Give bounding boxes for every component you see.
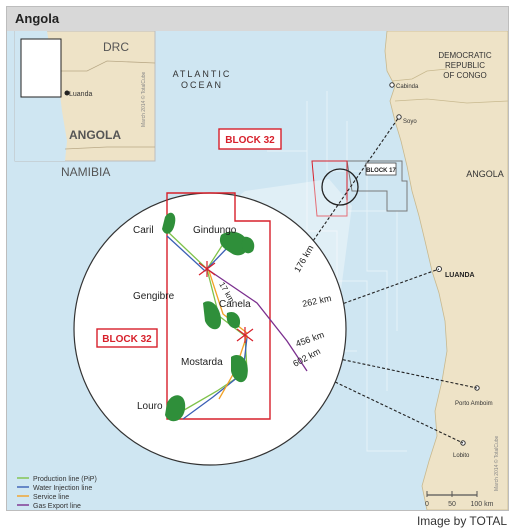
- hub-south: [236, 327, 254, 343]
- block17-label-box: [365, 162, 397, 176]
- inset-copyright: March 2014 © TotalCube: [140, 71, 147, 127]
- inset-border-namibia: [64, 146, 155, 150]
- inset-luanda-dot: [64, 90, 70, 96]
- inset-map: [14, 31, 156, 162]
- legend-label-water: Water Injection line: [33, 485, 92, 492]
- field-label-gindungo: Gindungo: [193, 225, 237, 236]
- border-line-cabinda: [391, 68, 448, 82]
- field-label-mostarda: Mostarda: [181, 357, 223, 368]
- field-mostarda: [231, 355, 248, 383]
- block32-boundary: [166, 192, 271, 420]
- label-porto-amboim: Porto Amboim: [455, 401, 493, 407]
- field-gindungo-2: [241, 236, 255, 254]
- field-canela: [226, 311, 241, 329]
- fpso-hubs: [198, 261, 254, 343]
- inset-label-namibia: NAMIBIA: [61, 165, 110, 179]
- field-caril: [162, 212, 176, 234]
- hub-north: [198, 261, 216, 277]
- block32-inner-label: BLOCK 32: [102, 334, 152, 345]
- map-frame: Angola: [6, 6, 509, 511]
- block17-outline: [346, 160, 408, 212]
- oil-fields: [162, 212, 255, 422]
- map-title: Angola: [15, 11, 60, 26]
- legend-label-gas: Gas Export line: [33, 503, 81, 510]
- legend-label-production: Production line (PiP): [33, 476, 97, 483]
- border-line: [394, 98, 508, 104]
- label-luanda: LUANDA: [445, 272, 475, 279]
- map-copyright: March 2014 © TotalCube: [493, 435, 500, 491]
- legend: Production line (PiP) Water Injection li…: [17, 476, 97, 510]
- block32-callout-box: [218, 128, 282, 150]
- block32-outline: [311, 160, 348, 217]
- inset-label-drc: DRC: [103, 40, 129, 54]
- label-angola: ANGOLA: [466, 169, 504, 179]
- field-gengibre: [203, 301, 221, 330]
- block17-label: BLOCK 17: [366, 168, 396, 174]
- label-ocean: OCEAN: [181, 80, 223, 90]
- label-drc-1: DEMOCRATIC: [438, 51, 491, 60]
- field-label-louro: Louro: [137, 401, 163, 412]
- scale-tick-50: 50: [448, 501, 456, 508]
- label-soyo: Soyo: [403, 119, 417, 125]
- inset-locator-box: [20, 38, 62, 98]
- field-gindungo: [219, 231, 248, 256]
- label-drc-2: REPUBLIC: [445, 61, 485, 70]
- block32-inner-box: [96, 328, 158, 348]
- field-label-caril: Caril: [133, 225, 154, 236]
- pipelines: [166, 230, 308, 420]
- map-canvas: 0 50 100 km Production line (PiP) Water …: [7, 31, 508, 510]
- image-credit: Image by TOTAL: [416, 514, 507, 528]
- map-header: Angola: [7, 7, 508, 32]
- field-louro: [165, 395, 186, 422]
- legend-label-service: Service line: [33, 494, 69, 501]
- inset-label-luanda: Luanda: [69, 91, 92, 98]
- inset-label-angola: ANGOLA: [69, 128, 121, 142]
- block32-callout-label: BLOCK 32: [225, 135, 275, 146]
- scale-tick-100: 100 km: [471, 501, 494, 508]
- label-lobito: Lobito: [453, 453, 470, 459]
- field-label-canela: Canela: [219, 299, 251, 310]
- inset-border-drc: [52, 60, 156, 72]
- zoom-circle-small: [321, 168, 359, 206]
- cabinda-marker: [389, 82, 395, 88]
- scale-bar: 0 50 100 km: [425, 491, 494, 508]
- field-label-gengibre: Gengibre: [133, 291, 175, 302]
- scale-tick-0: 0: [425, 501, 429, 508]
- label-atlantic: ATLANTIC: [173, 69, 232, 79]
- label-cabinda: Cabinda: [396, 84, 419, 90]
- label-drc-3: OF CONGO: [443, 71, 487, 80]
